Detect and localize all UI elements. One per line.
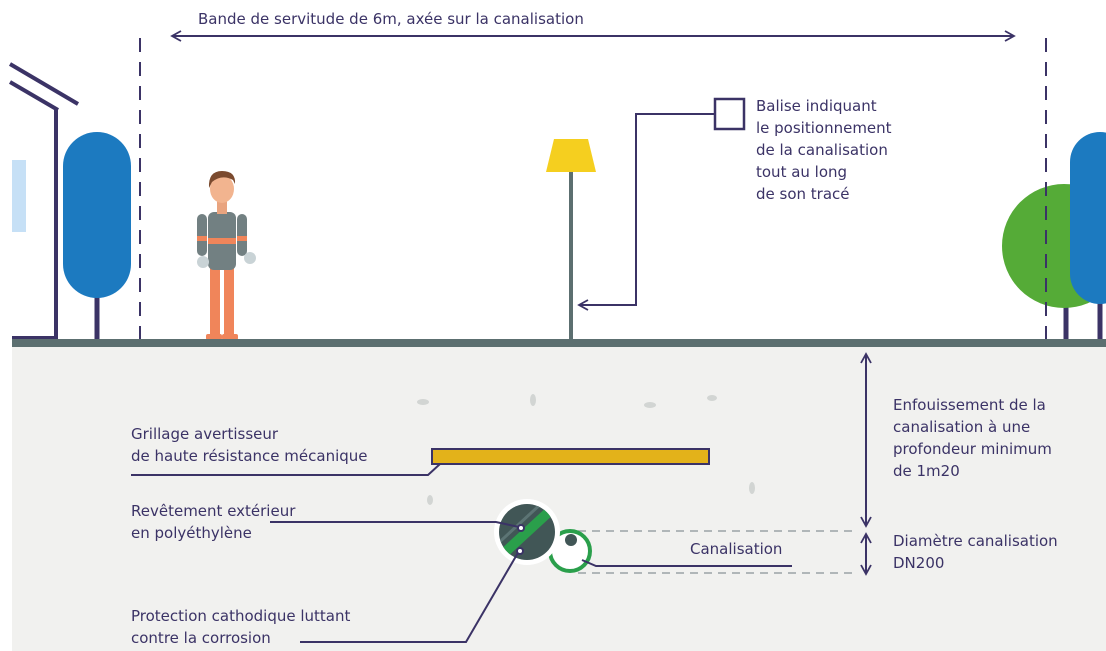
tree-right — [1002, 132, 1106, 342]
coating-label: Revêtement extérieur en polyéthylène — [131, 502, 296, 542]
underground-soil — [12, 346, 1106, 651]
diameter-guides — [578, 530, 852, 574]
house — [8, 62, 80, 342]
burial-depth-label: Enfouissement de la canalisation à une p… — [893, 396, 1052, 480]
marker-label: Balise indiquant le positionnement de la… — [756, 97, 892, 203]
ground-line — [12, 339, 1106, 347]
tree-left — [63, 132, 131, 342]
warning-mesh-label: Grillage avertisseur de haute résistance… — [131, 425, 368, 465]
lamp-post — [546, 139, 596, 342]
pipe-label: Canalisation — [690, 540, 783, 558]
diameter-label: Diamètre canalisation DN200 — [893, 532, 1058, 572]
cathodic-protection-label: Protection cathodique luttant contre la … — [131, 607, 351, 647]
soil-stones — [417, 394, 755, 505]
warning-mesh — [131, 448, 710, 476]
marker-leader — [577, 97, 746, 311]
easement-label: Bande de servitude de 6m, axée sur la ca… — [198, 10, 584, 28]
worker-figure — [197, 171, 256, 340]
pipe-leaders — [270, 521, 792, 643]
easement-boundaries — [139, 38, 1047, 344]
